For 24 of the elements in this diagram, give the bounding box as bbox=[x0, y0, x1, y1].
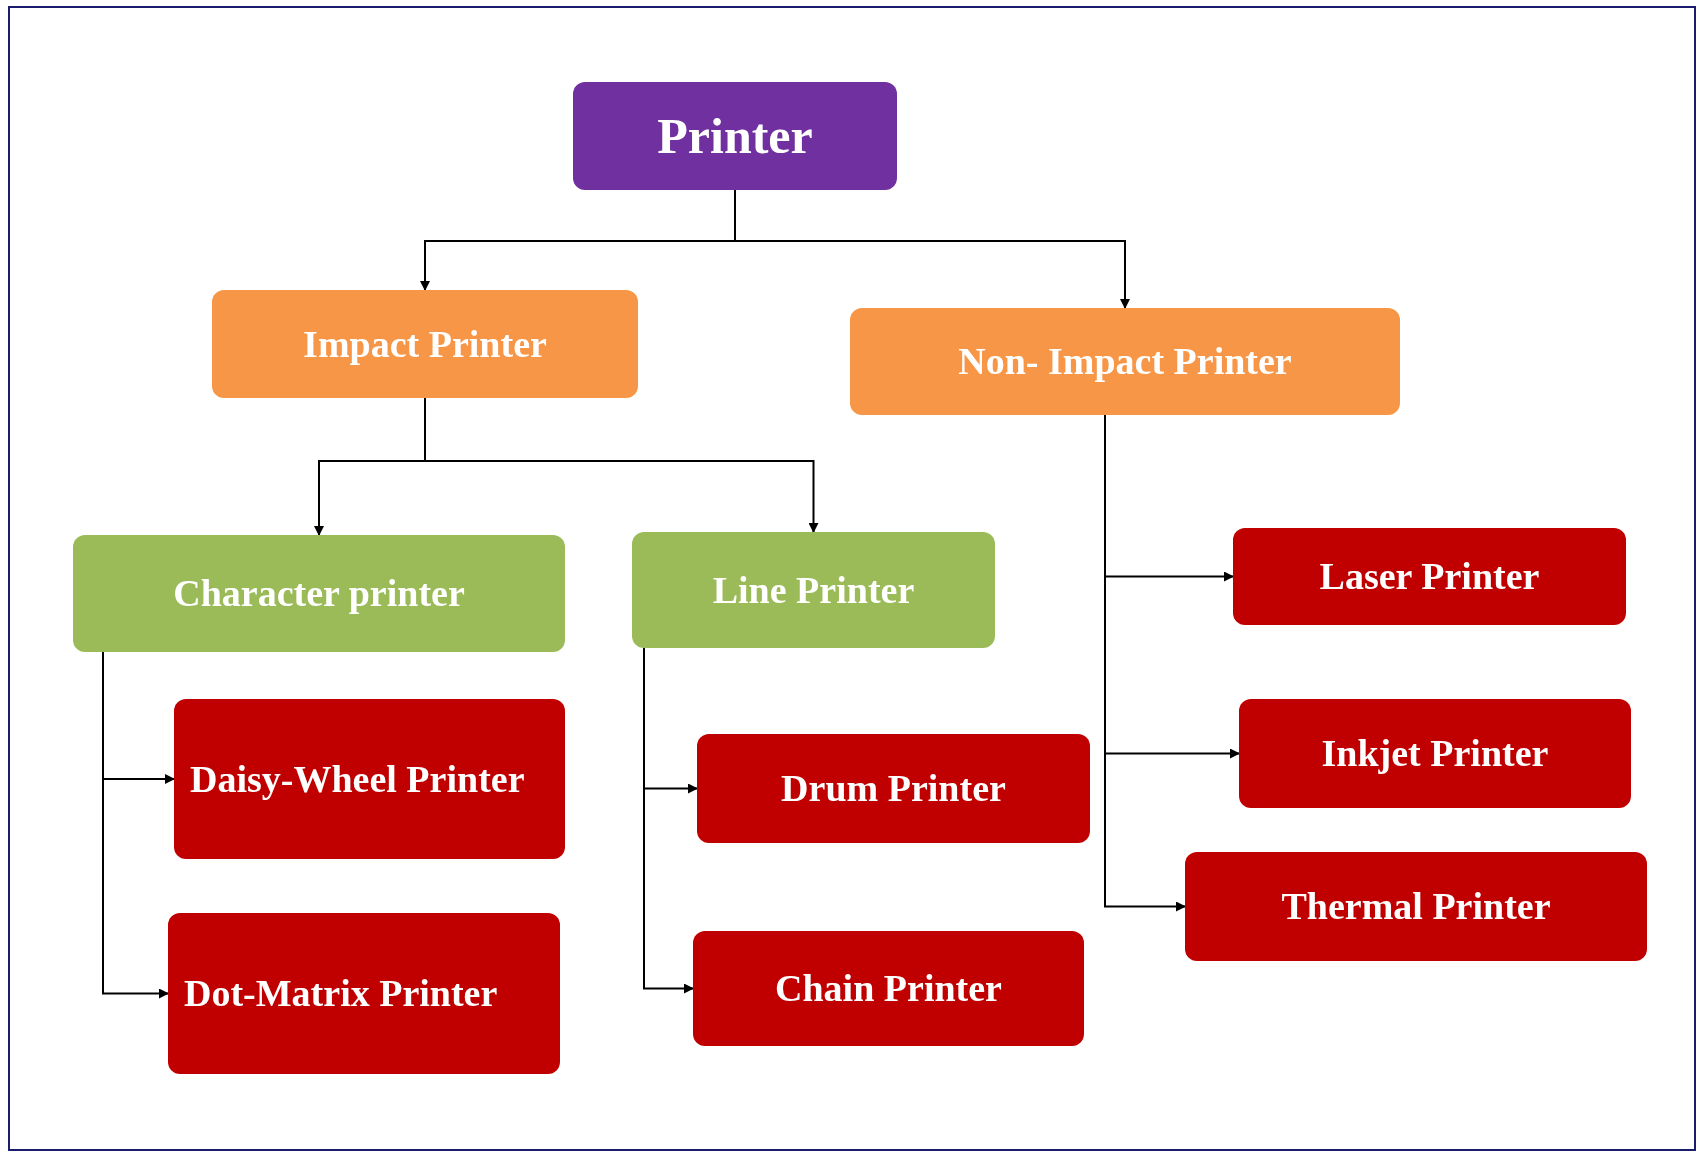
node-label: Character printer bbox=[173, 571, 465, 617]
root-box bbox=[573, 82, 897, 190]
printer-type-box bbox=[174, 699, 565, 859]
printer-type-box bbox=[1239, 699, 1631, 808]
node-label: Daisy-Wheel Printer bbox=[190, 756, 525, 802]
node-label: Line Printer bbox=[712, 567, 915, 613]
node-label: Chain Printer bbox=[775, 966, 1002, 1012]
category-box bbox=[850, 308, 1400, 415]
node-label: Non- Impact Printer bbox=[958, 339, 1292, 385]
printer-type-box bbox=[693, 931, 1084, 1046]
node-label: Impact Printer bbox=[303, 321, 547, 367]
node-label: Thermal Printer bbox=[1281, 884, 1551, 930]
printer-type-box bbox=[1185, 852, 1647, 961]
printer-type-box bbox=[1233, 528, 1626, 625]
node-label: Laser Printer bbox=[1319, 554, 1540, 600]
printer-type-box bbox=[168, 913, 560, 1074]
node-label: Dot-Matrix Printer bbox=[184, 971, 498, 1017]
node-label: Inkjet Printer bbox=[1321, 731, 1549, 777]
category-box bbox=[212, 290, 638, 398]
subcategory-box bbox=[73, 535, 565, 652]
printer-type-box bbox=[697, 734, 1090, 843]
subcategory-box bbox=[632, 532, 995, 648]
node-label: Printer bbox=[657, 107, 813, 166]
node-label: Drum Printer bbox=[781, 766, 1006, 812]
